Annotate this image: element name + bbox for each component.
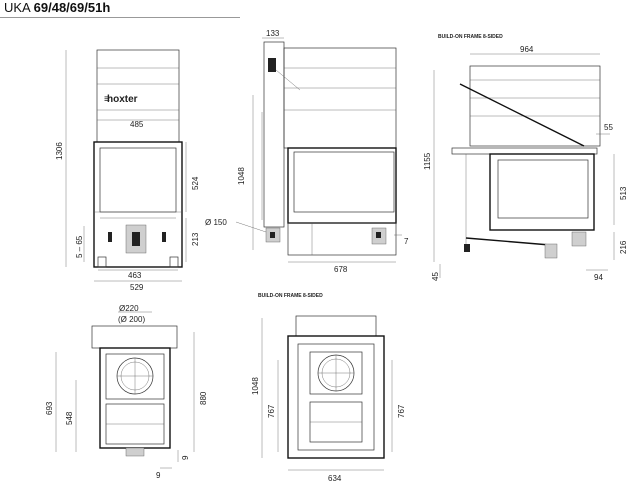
side-view: 133 1048 Ø 150 678 7 — [205, 29, 409, 274]
dim-frame-bottom-45: 45 — [431, 272, 440, 281]
frame-top-body — [287, 335, 385, 459]
dim-frame-top-inner-left: 767 — [267, 404, 276, 418]
dim-bottom-height: 213 — [191, 232, 200, 246]
front-glass — [99, 147, 177, 213]
dim-pipe-diameter: Ø 150 — [205, 218, 227, 227]
dim-frame-width: 964 — [520, 45, 534, 54]
frame-side-view: BUILD-ON FRAME 8-SIDED 964 1155 55 513 2… — [423, 34, 628, 282]
frame-top-label: BUILD-ON FRAME 8-SIDED — [258, 293, 323, 299]
brand-logo: hoxter — [107, 94, 138, 105]
dim-frame-right-216: 216 — [619, 240, 628, 254]
top-view: Ø220 (Ø 200) 880 693 548 9 9 — [45, 304, 208, 480]
dim-inner-diameter: (Ø 200) — [118, 315, 145, 324]
dim-glass-height: 524 — [191, 176, 200, 190]
dim-side-height: 1048 — [237, 167, 246, 185]
dim-frame-top-depth: 1048 — [251, 377, 260, 395]
dim-collar: 133 — [266, 29, 280, 38]
model-prefix: UKA — [4, 0, 31, 15]
dim-outer-diameter: Ø220 — [119, 304, 139, 313]
frame-top-view: BUILD-ON FRAME 8-SIDED 1048 767 767 634 — [251, 293, 406, 483]
frame-side-label: BUILD-ON FRAME 8-SIDED — [438, 34, 503, 40]
frame-side-glass — [497, 159, 589, 219]
dim-frame-top-inner-right: 767 — [397, 404, 406, 418]
dim-frame-right-513: 513 — [619, 186, 628, 200]
dim-frame-top-width: 634 — [328, 474, 342, 483]
dim-base-range: 5 – 65 — [75, 235, 84, 258]
dim-height-total: 1306 — [55, 142, 64, 160]
dim-side-depth: 678 — [334, 265, 348, 274]
dim-outer-width: 529 — [130, 283, 144, 292]
dim-frame-right-55: 55 — [604, 123, 613, 132]
side-glass — [293, 151, 395, 213]
frame-side-body — [489, 153, 595, 231]
front-body — [93, 141, 183, 268]
side-top-cladding — [283, 47, 397, 149]
title-underline — [0, 17, 240, 18]
dim-top-right-9: 9 — [181, 455, 190, 460]
dim-small: 7 — [404, 237, 409, 246]
drawing-title: UKA 69/48/69/51h — [4, 0, 110, 15]
front-view: hoxter ≡ 485 1306 524 213 5 – 65 463 529 — [55, 49, 200, 292]
dim-frame-height: 1155 — [423, 152, 432, 170]
dim-top-depth-548: 548 — [65, 411, 74, 425]
model-code: 69/48/69/51h — [33, 0, 111, 15]
dim-top-bottom-9: 9 — [156, 471, 161, 480]
dim-inner-width: 463 — [128, 271, 142, 280]
dim-top-depth-693: 693 — [45, 401, 54, 415]
dim-top-width: 485 — [130, 120, 144, 129]
dim-top-depth-880: 880 — [199, 391, 208, 405]
dim-frame-bottom-94: 94 — [594, 273, 603, 282]
brand-mark: ≡ — [104, 94, 110, 105]
